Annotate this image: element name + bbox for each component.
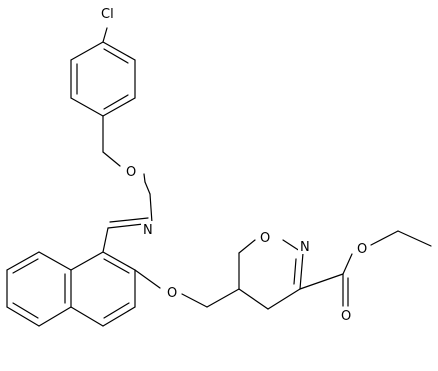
isoxazoline-ring [238, 239, 304, 310]
ether-linker [134, 269, 240, 308]
naphthalene-core [6, 251, 136, 327]
ether-oxygen-atom: O [167, 286, 177, 301]
chlorine-atom: Cl [101, 7, 114, 22]
oxime-nitrogen-atom: N [143, 223, 153, 238]
carbonyl-oxygen-atom: O [341, 309, 351, 324]
benzyl-linker [102, 115, 151, 195]
ethyl-ester [299, 230, 432, 307]
ring-oxygen-atom: O [260, 231, 270, 246]
ester-oxygen-atom: O [357, 242, 367, 257]
ring-nitrogen-atom: N [300, 240, 310, 255]
c-cl-bond [102, 27, 108, 43]
chlorophenyl-ring [70, 41, 136, 117]
oxime-oxygen-atom: O [126, 165, 136, 180]
